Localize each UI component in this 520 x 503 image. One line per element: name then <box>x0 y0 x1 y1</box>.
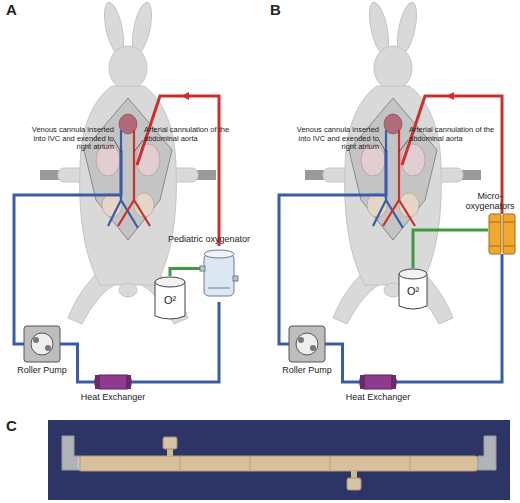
part <box>204 250 234 258</box>
arterial-tubing <box>137 96 219 246</box>
micro-symbol <box>488 214 516 254</box>
part <box>200 266 205 271</box>
flow-arrow <box>446 92 454 100</box>
part <box>33 337 39 343</box>
tubing-connector <box>60 344 95 382</box>
part <box>31 333 53 355</box>
callout-text: Venous cannula inserted into IVC and exe… <box>28 126 114 152</box>
part <box>289 326 325 362</box>
panel-letter: C <box>6 418 26 434</box>
device-label: Pediatric oxygenator <box>168 234 250 244</box>
part <box>95 375 100 389</box>
part <box>391 375 396 389</box>
tubing-connector <box>170 268 200 276</box>
part <box>95 375 131 389</box>
device-label: Heat Exchanger <box>81 392 146 402</box>
callout-text: Arterial cannulation of the abdominal ao… <box>144 126 240 143</box>
device-label: O² <box>154 294 186 306</box>
device-label: Micro-oxygenators <box>464 191 516 211</box>
heat-device: Heat Exchanger <box>360 375 396 389</box>
device-label: O² <box>398 285 428 297</box>
heat-symbol <box>95 375 131 389</box>
micro-device: Micro-oxygenators <box>488 214 516 254</box>
part <box>360 375 396 389</box>
pump-device: Roller Pump <box>289 326 325 362</box>
device-photo <box>48 420 510 500</box>
tubing-connector <box>396 254 502 382</box>
venous-tubing <box>279 150 386 344</box>
leader-line <box>379 140 408 152</box>
part <box>204 254 234 296</box>
part <box>298 337 304 343</box>
oxy-device: Pediatric oxygenator <box>200 246 238 302</box>
part <box>45 345 51 351</box>
heat-device: Heat Exchanger <box>95 375 131 389</box>
venous-tubing <box>14 150 121 344</box>
part <box>233 276 238 281</box>
part <box>489 222 501 246</box>
device-label: Heat Exchanger <box>346 392 411 402</box>
part <box>296 333 318 355</box>
part <box>503 222 515 246</box>
tubing-connector <box>413 230 488 268</box>
device-label: Roller Pump <box>282 365 332 375</box>
tubing-connector <box>325 344 360 382</box>
part <box>208 288 230 289</box>
part <box>126 375 131 389</box>
part <box>489 214 501 254</box>
o2-device: O² <box>398 268 428 310</box>
part <box>155 282 185 319</box>
pump-symbol <box>24 326 60 362</box>
heat-symbol <box>360 375 396 389</box>
oxy-symbol <box>200 246 238 302</box>
callout-text: Arterial cannulation of the abdominal ao… <box>409 126 505 143</box>
panel-letter: B <box>270 2 290 18</box>
part <box>24 326 60 362</box>
rabbit-illustration <box>40 1 216 324</box>
rabbit-illustration <box>305 1 481 324</box>
part <box>360 375 365 389</box>
panel-letter: A <box>6 2 26 18</box>
pump-device: Roller Pump <box>24 326 60 362</box>
part <box>503 214 515 254</box>
pump-symbol <box>289 326 325 362</box>
leader-line <box>114 140 143 152</box>
o2-device: O² <box>154 276 186 320</box>
part <box>310 345 316 351</box>
callout-text: Venous cannula inserted into IVC and exe… <box>293 126 379 152</box>
device-label: Roller Pump <box>17 365 67 375</box>
flow-arrow <box>181 92 189 100</box>
part <box>155 277 185 287</box>
part <box>399 269 427 279</box>
